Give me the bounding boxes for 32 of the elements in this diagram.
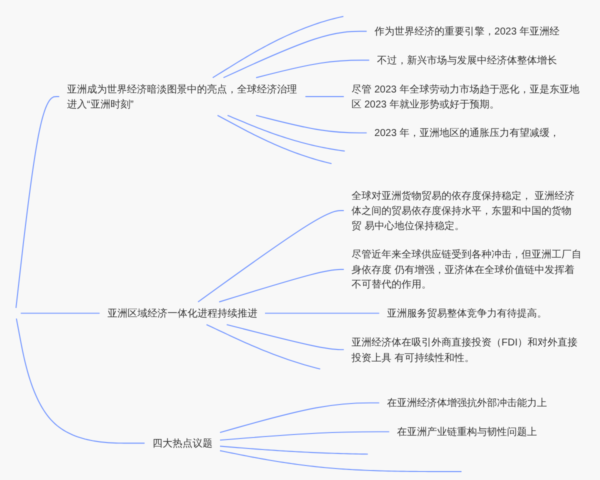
node-text: 亚洲经济体在吸引外商直接投资（FDI）和对外直接投资上具 有可持续性和性。 [352, 336, 578, 363]
connector [265, 312, 380, 314]
node-text: 四大热点议题 [152, 437, 212, 449]
node-text: 亚洲服务贸易整体竞争力有待提高。 [386, 307, 547, 319]
connector [220, 446, 368, 455]
connector [206, 324, 320, 370]
connector [223, 30, 367, 78]
node-text: 2023 年，亚洲地区的通胀压力有望减缓， [374, 126, 560, 138]
connector [217, 114, 332, 164]
connector [198, 210, 344, 302]
connector [256, 60, 370, 78]
connector [218, 268, 344, 302]
node-text: 亚洲成为世界经济暗淡图景中的亮点，全球经济治理进入“亚洲时刻” [66, 83, 297, 110]
node-text: 不过，新兴市场与发展中经济体整体增长 [376, 54, 557, 66]
node-text: 亚洲区域经济一体化进程持续推进 [107, 307, 258, 319]
connector [220, 402, 380, 434]
connector [227, 114, 345, 152]
connector [220, 431, 390, 441]
connector [15, 96, 60, 308]
connector [256, 114, 367, 134]
node-text: 作为世界经济的重要引擎，2023 年亚洲经 [374, 25, 560, 37]
node-text: 在亚洲产业链重构与韧性问题上 [396, 426, 537, 438]
connector [20, 312, 100, 314]
node-text: 在亚洲经济体增强抗外部冲击能力上 [386, 396, 547, 408]
node-text: 全球对亚洲货物贸易的依存度保持稳定， 亚洲经济体之间的贸易依存度保持水平，东盟和中国的货物贸 易中心地位保持稳定。 [352, 190, 574, 232]
connector [212, 16, 344, 78]
connector [305, 96, 344, 98]
node-text: 尽管近年来全球供应链受到各种冲击，但亚洲工厂自身依存度 仍有增强，亚济体在全球价值链中发挥着不可替代的作用。 [352, 248, 582, 290]
connector [226, 324, 344, 350]
node-text: 尽管 2023 年全球劳动力市场趋于恶化，亚是东亚地区 2023 年就业形势或好于预期。 [352, 83, 580, 110]
connector [16, 318, 145, 444]
connector [220, 450, 462, 472]
